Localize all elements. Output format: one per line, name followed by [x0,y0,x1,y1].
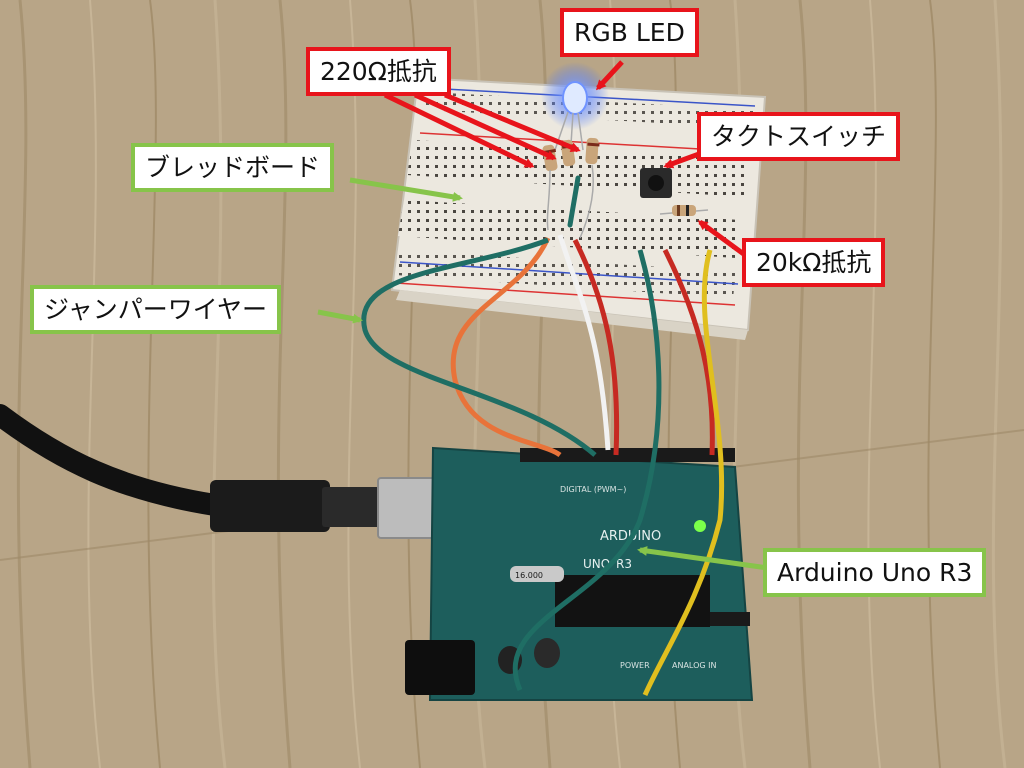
resistor-20k [659,205,709,216]
tact-switch [640,168,672,198]
tact-switch-label: タクトスイッチ [697,112,901,161]
arduino-board: ARDUINO UNO R3 DIGITAL (PWM~) POWER ANAL… [405,446,754,701]
resistor-20k-label: 20kΩ抵抗 [742,238,886,287]
arduino-label: Arduino Uno R3 [763,548,987,597]
breadboard-label: ブレッドボード [131,143,335,192]
rgb-led [541,62,609,161]
rgb-led-label: RGB LED [560,8,699,57]
board-analog-label: ANALOG IN [672,661,717,670]
resistor-220-label: 220Ω抵抗 [306,47,451,96]
board-crystal-label: 16.000 [515,571,543,580]
board-model-text: UNO [583,557,610,571]
board-power-label: POWER [620,661,650,670]
jumper-wire-label: ジャンパーワイヤー [30,285,282,334]
board-revision-text: R3 [616,557,632,571]
board-digital-label: DIGITAL (PWM~) [560,485,626,494]
jumper-wires [361,234,725,697]
